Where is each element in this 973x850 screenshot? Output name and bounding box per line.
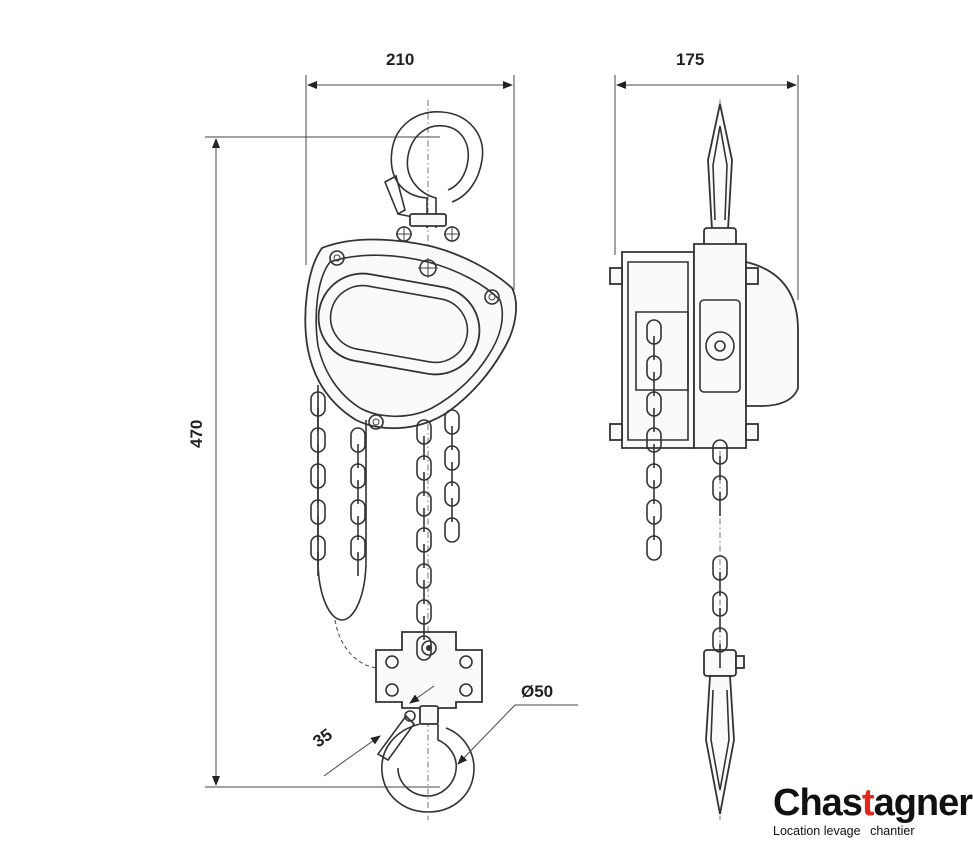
chains	[310, 319, 728, 668]
front-view	[304, 100, 517, 820]
chastagner-logo: Chastagner Location levage chantier	[773, 782, 973, 840]
logo-wordmark: Chastagner	[773, 782, 973, 824]
hand-chain-left-inner	[350, 427, 366, 576]
side-view	[609, 100, 799, 820]
logo-name-end: agner	[873, 782, 973, 824]
logo-tagline-left: Location levage	[773, 824, 861, 838]
dimension-side-width: 175	[614, 50, 799, 300]
side-body	[609, 243, 799, 449]
height-label: 470	[187, 420, 206, 448]
side-chain-center-lower	[712, 555, 728, 668]
bottom-hook	[376, 705, 475, 813]
top-hook	[383, 111, 484, 242]
logo-name-accent: t	[861, 782, 875, 824]
dimension-hook-opening: 35	[309, 685, 435, 777]
dimension-height: 470	[187, 136, 440, 788]
front-width-label: 210	[386, 50, 414, 69]
side-bottom-hook	[703, 649, 745, 815]
side-chain-left	[646, 319, 662, 561]
logo-tagline: Location levage chantier	[773, 824, 963, 838]
hook-opening-label: 35	[309, 725, 335, 751]
hook-diameter-label: Ø50	[521, 682, 553, 701]
logo-name-start: Chas	[773, 782, 863, 824]
hand-chain-left-outer	[310, 391, 326, 576]
hoist-body	[304, 238, 517, 430]
body-bolts	[329, 250, 500, 430]
dimension-front-width: 210	[305, 50, 515, 290]
dimension-hook-diameter: Ø50	[457, 682, 578, 765]
hand-chain-loop	[317, 385, 367, 621]
side-top-hook	[703, 103, 737, 251]
logo-tagline-right: chantier	[870, 824, 915, 838]
load-chain-front-1	[416, 419, 432, 661]
bottom-block	[375, 631, 483, 709]
side-width-label: 175	[676, 50, 704, 69]
side-chain-center-upper	[712, 439, 728, 516]
load-chain-front-2	[444, 409, 460, 543]
